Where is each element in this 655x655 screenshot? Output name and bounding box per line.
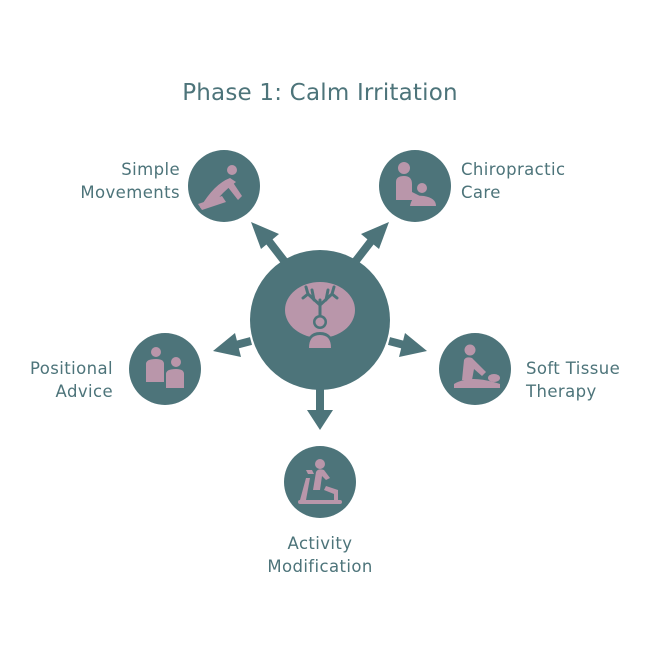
arrow-to-soft-tissue-therapy — [387, 333, 427, 357]
arrow-to-activity-modification — [307, 385, 333, 430]
label-line: Care — [461, 183, 501, 202]
label-line: Modification — [267, 557, 373, 576]
node-chiropractic-care — [379, 150, 451, 222]
node-activity-modification — [284, 446, 356, 518]
node-positional-advice — [129, 333, 201, 405]
label-chiropractic-care: Chiropractic Care — [461, 158, 601, 204]
exercise-bike-icon — [298, 459, 342, 504]
yoga-stretch-icon — [198, 165, 242, 210]
node-soft-tissue-therapy — [439, 333, 511, 405]
label-activity-modification: Activity Modification — [240, 532, 400, 578]
label-line: Activity — [287, 534, 353, 553]
label-line: Therapy — [526, 382, 597, 401]
label-line: Movements — [80, 183, 180, 202]
label-line: Advice — [55, 382, 113, 401]
label-line: Simple — [121, 160, 180, 179]
label-line: Chiropractic — [461, 160, 566, 179]
arrow-to-positional-advice — [213, 333, 253, 357]
diagram-title: Phase 1: Calm Irritation — [182, 80, 458, 106]
person-brain-tree-icon — [285, 282, 355, 353]
massage-therapy-icon — [454, 344, 500, 388]
label-positional-advice: Positional Advice — [10, 357, 113, 403]
two-people-advice-icon — [146, 347, 184, 388]
node-simple-movements — [188, 150, 260, 222]
label-line: Positional — [30, 359, 113, 378]
arrow-to-chiropractic-care — [351, 222, 389, 265]
arrow-to-simple-movements — [251, 222, 289, 265]
chiropractor-patient-icon — [396, 162, 436, 206]
label-line: Soft Tissue — [526, 359, 621, 378]
center-hub — [250, 250, 390, 390]
label-simple-movements: Simple Movements — [60, 158, 180, 204]
label-soft-tissue-therapy: Soft Tissue Therapy — [526, 357, 651, 403]
